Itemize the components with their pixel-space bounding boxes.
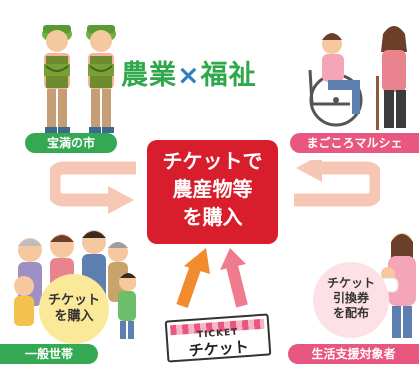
distribute-bubble-line-3: を配布	[332, 306, 369, 320]
wheelchair-illustration	[308, 26, 407, 130]
distribute-bubble-line-1: チケット	[326, 276, 375, 290]
distribute-bubble-line-2: 引換券	[332, 291, 369, 305]
right-cycle-arrow	[294, 160, 380, 207]
title-welfare: 福祉	[200, 60, 257, 91]
center-purchase-box: チケットで 農産物等 を購入	[147, 140, 278, 244]
buy-bubble-line-2: を購入	[54, 309, 94, 324]
title-times-mark: ×	[177, 60, 201, 91]
up-arrows	[176, 248, 248, 308]
diagram-title: 農業×福祉	[121, 56, 293, 96]
label-marche: まごころマルシェ	[290, 133, 419, 153]
buy-bubble-line-1: チケット	[47, 293, 100, 308]
title-agriculture: 農業	[121, 60, 177, 91]
family-illustration	[14, 230, 136, 339]
distribute-voucher-bubble: チケット 引換券 を配布	[313, 262, 389, 338]
label-market: 宝満の市	[25, 133, 117, 153]
buy-ticket-bubble: チケット を購入	[39, 274, 109, 344]
label-households: 一般世帯	[0, 344, 98, 364]
label-recipients: 生活支援対象者	[288, 344, 419, 364]
center-line-1: チケットで	[162, 149, 263, 173]
farmers-illustration	[42, 25, 116, 133]
ticket-graphic: TICKET チケット	[164, 313, 272, 363]
center-line-2: 農産物等	[172, 177, 253, 201]
left-cycle-arrow	[50, 161, 136, 214]
center-line-3: を購入	[182, 205, 243, 229]
